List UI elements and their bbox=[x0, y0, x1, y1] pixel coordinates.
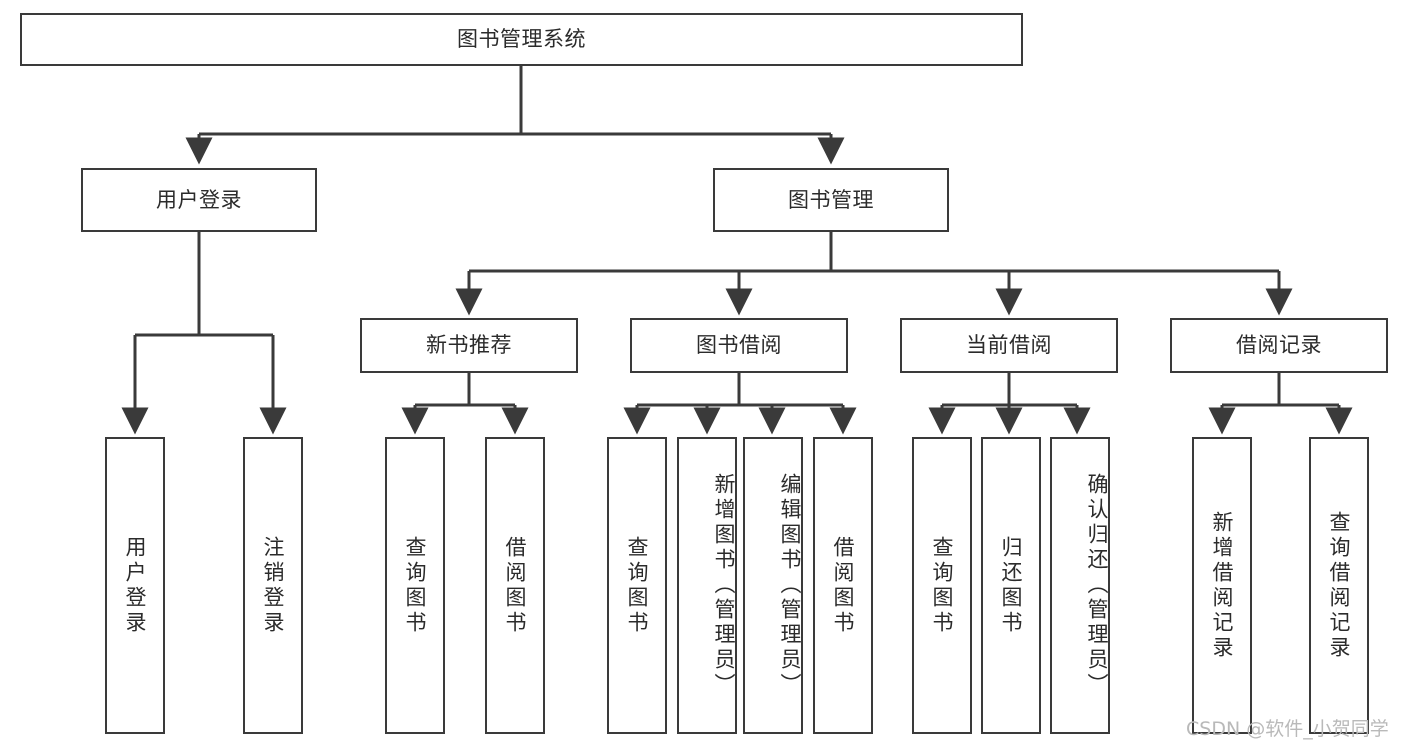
node-label: 查询借阅记录 bbox=[1327, 510, 1352, 661]
node-label: 编辑图书（管理员） bbox=[778, 473, 802, 698]
leaf-user-login-signin[interactable]: 用户登录 bbox=[105, 437, 165, 734]
node-label: 新增图书（管理员） bbox=[712, 473, 736, 698]
node-book-management[interactable]: 图书管理 bbox=[713, 168, 949, 232]
node-borrow-record[interactable]: 借阅记录 bbox=[1170, 318, 1388, 373]
node-root-book-management-system[interactable]: 图书管理系统 bbox=[20, 13, 1023, 66]
node-label: 图书借阅 bbox=[696, 333, 782, 358]
node-label: 图书管理 bbox=[788, 187, 874, 212]
leaf-book-borrow-query-book[interactable]: 查询图书 bbox=[607, 437, 667, 734]
node-label: 新书推荐 bbox=[426, 333, 512, 358]
node-label: 借阅图书 bbox=[831, 535, 856, 636]
leaf-current-borrow-query-book[interactable]: 查询图书 bbox=[912, 437, 972, 734]
leaf-borrow-record-add-record[interactable]: 新增借阅记录 bbox=[1192, 437, 1252, 734]
node-label: 确认归还（管理员） bbox=[1085, 473, 1109, 698]
node-label: 图书管理系统 bbox=[457, 27, 586, 52]
node-user-login[interactable]: 用户登录 bbox=[81, 168, 317, 232]
leaf-book-borrow-add-book-admin[interactable]: 新增图书（管理员） bbox=[677, 437, 737, 734]
node-label: 用户登录 bbox=[123, 535, 148, 636]
node-label: 注销登录 bbox=[261, 535, 286, 636]
node-label: 查询图书 bbox=[625, 535, 650, 636]
leaf-user-login-signout[interactable]: 注销登录 bbox=[243, 437, 303, 734]
node-label: 查询图书 bbox=[403, 535, 428, 636]
leaf-new-book-borrow-book[interactable]: 借阅图书 bbox=[485, 437, 545, 734]
leaf-current-borrow-return-book[interactable]: 归还图书 bbox=[981, 437, 1041, 734]
node-label: 查询图书 bbox=[930, 535, 955, 636]
node-label: 归还图书 bbox=[999, 535, 1024, 636]
node-label: 借阅图书 bbox=[503, 535, 528, 636]
leaf-book-borrow-borrow-book[interactable]: 借阅图书 bbox=[813, 437, 873, 734]
node-label: 用户登录 bbox=[156, 187, 242, 212]
node-label: 借阅记录 bbox=[1236, 333, 1322, 358]
leaf-current-borrow-confirm-return-admin[interactable]: 确认归还（管理员） bbox=[1050, 437, 1110, 734]
leaf-new-book-query-book[interactable]: 查询图书 bbox=[385, 437, 445, 734]
node-new-book-recommend[interactable]: 新书推荐 bbox=[360, 318, 578, 373]
node-current-borrow[interactable]: 当前借阅 bbox=[900, 318, 1118, 373]
node-book-borrow[interactable]: 图书借阅 bbox=[630, 318, 848, 373]
leaf-book-borrow-edit-book-admin[interactable]: 编辑图书（管理员） bbox=[743, 437, 803, 734]
node-label: 当前借阅 bbox=[966, 333, 1052, 358]
node-label: 新增借阅记录 bbox=[1210, 510, 1235, 661]
leaf-borrow-record-query-record[interactable]: 查询借阅记录 bbox=[1309, 437, 1369, 734]
